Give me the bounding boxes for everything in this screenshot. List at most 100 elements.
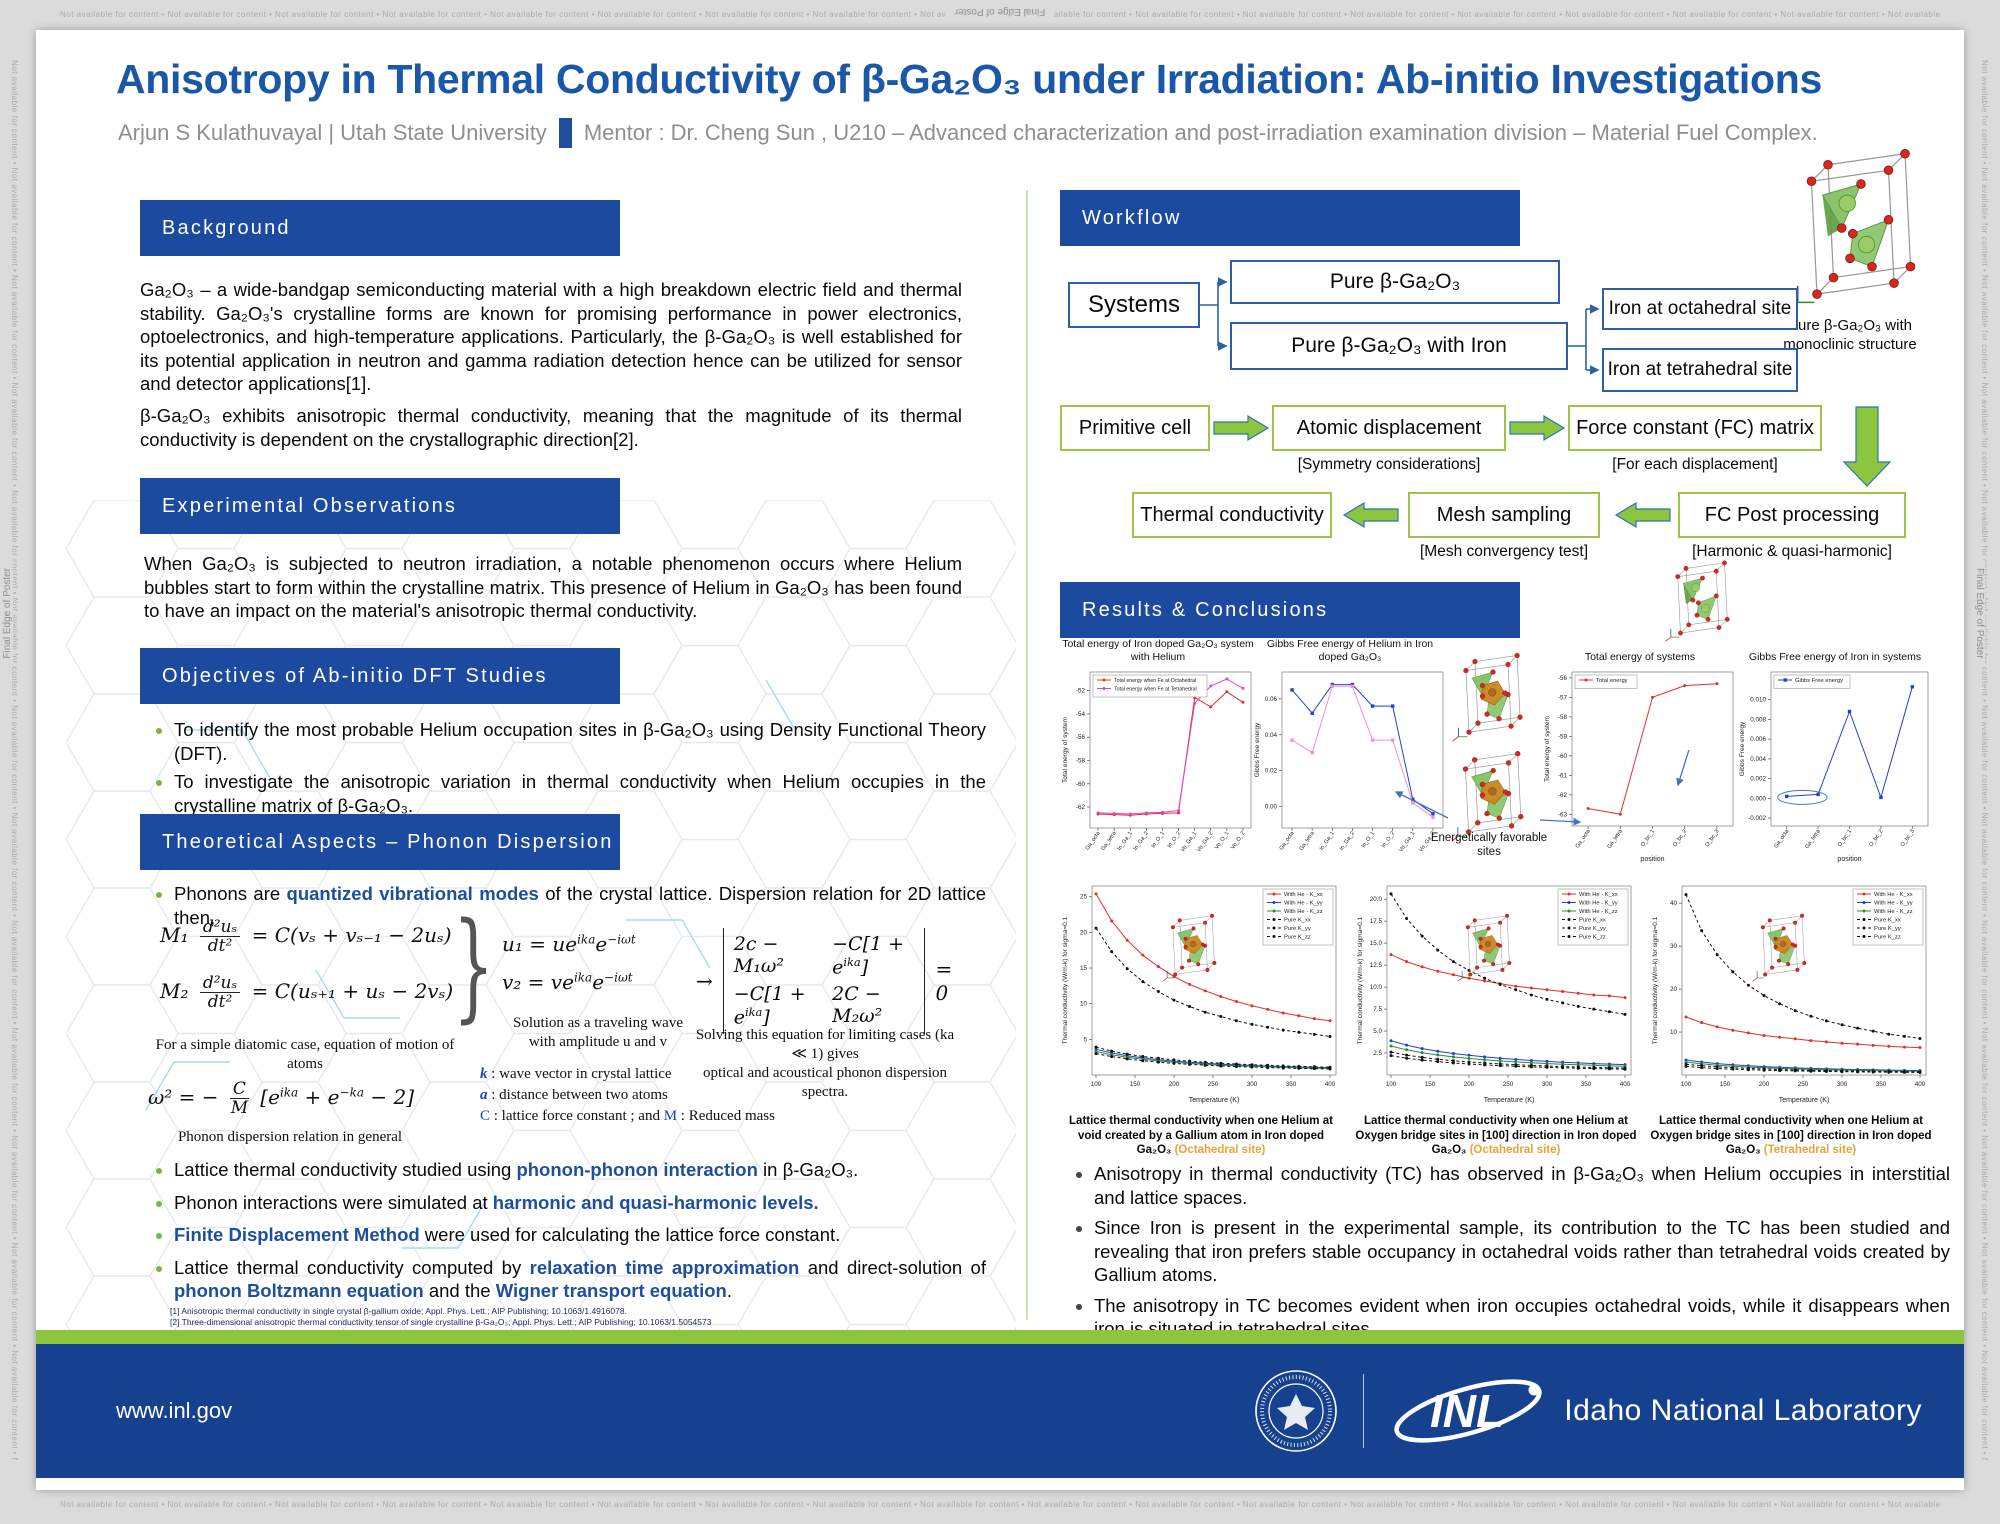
svg-text:With He - K_zz: With He - K_zz (1284, 909, 1323, 915)
svg-text:200: 200 (1169, 1081, 1180, 1088)
svg-text:Pure K_zz: Pure K_zz (1284, 935, 1311, 941)
svg-text:Pure K_xx: Pure K_xx (1874, 918, 1901, 924)
objective-item: To identify the most probable Helium occ… (174, 718, 986, 765)
hexagon-pattern-background (66, 500, 1016, 1340)
workflow-note-symmetry: [Symmetry considerations] (1297, 456, 1481, 473)
equation-caption-motion: For a simple diatomic case, equation of … (155, 1037, 455, 1072)
svg-text:-52: -52 (1076, 688, 1086, 695)
svg-text:2.5: 2.5 (1373, 1050, 1382, 1057)
svg-text:In_Ga_2: In_Ga_2 (1133, 831, 1150, 852)
footer-url[interactable]: www.inl.gov (116, 1398, 233, 1423)
svg-text:Thermal conductivity (W/m-k) f: Thermal conductivity (W/m-k) for sigma=0… (1357, 916, 1364, 1044)
svg-text:100: 100 (1681, 1081, 1692, 1088)
svg-text:Pure K_yy: Pure K_yy (1874, 926, 1901, 932)
theory-bullet: Finite Displacement Method were used for… (174, 1223, 986, 1247)
experimental-paragraph: When Ga₂O₃ is subjected to neutron irrad… (144, 553, 962, 621)
svg-text:5: 5 (1083, 1036, 1087, 1043)
chart-title: Gibbs Free energy of Iron in systems (1748, 651, 1922, 663)
objective-item: To investigate the anisotropic variation… (174, 770, 986, 817)
crystal-inset-icon (1444, 648, 1530, 742)
svg-text:Pure K_xx: Pure K_xx (1579, 918, 1606, 924)
reference-item: [2] Three-dimensional anisotropic therma… (170, 1317, 712, 1327)
section-header-workflow: Workflow (1060, 190, 1520, 246)
conclusion-item: Anisotropy in thermal conductivity (TC) … (1094, 1162, 1950, 1209)
svg-text:Vo_O_1: Vo_O_1 (1214, 831, 1231, 851)
mentor: Mentor : Dr. Cheng Sun , U210 – Advanced… (583, 120, 1818, 145)
svg-text:Pure K_zz: Pure K_zz (1579, 935, 1606, 941)
section-header-results: Results & Conclusions (1060, 582, 1520, 638)
svg-text:Gibbs Free energy: Gibbs Free energy (1795, 678, 1843, 684)
footer-band: www.inl.gov INL Idaho National Laborator… (36, 1344, 1964, 1478)
svg-text:-56: -56 (1558, 675, 1568, 682)
svg-text:With He - K_xx: With He - K_xx (1579, 892, 1618, 898)
svg-text:20.0: 20.0 (1370, 896, 1383, 903)
svg-text:400: 400 (1915, 1081, 1926, 1088)
svg-text:30: 30 (1670, 943, 1678, 950)
column-divider (1026, 190, 1028, 1320)
theory-intro-list: Phonons are quantized vibrational modes … (148, 882, 986, 934)
svg-text:-54: -54 (1076, 711, 1086, 718)
svg-text:-56: -56 (1076, 734, 1086, 741)
svg-text:With He - K_xx: With He - K_xx (1284, 892, 1323, 898)
equation-caption-determinant: Solving this equation for limiting cases… (695, 1027, 955, 1100)
svg-text:40: 40 (1670, 900, 1678, 907)
svg-text:In_O_1: In_O_1 (1151, 831, 1166, 849)
section-header-background: Background (140, 200, 620, 256)
chart-title: Total energy of systems (1584, 651, 1696, 663)
final-edge-label-right: Final Edge of Poster (1974, 560, 1985, 667)
svg-text:Vo_Ga_2: Vo_Ga_2 (1196, 831, 1214, 854)
svg-text:INL: INL (1430, 1385, 1504, 1437)
svg-text:Thermal conductivity (W/m-k) f: Thermal conductivity (W/m-k) for sigma=0… (1062, 916, 1069, 1044)
svg-text:Pure K_yy: Pure K_yy (1579, 926, 1606, 932)
theory-bullet: Lattice thermal conductivity computed by… (174, 1256, 986, 1303)
chart-total-energy-helium: Total energy of Iron doped Ga₂O₃ system … (1060, 636, 1256, 869)
background-paragraph-1: Ga₂O₃ – a wide-bandgap semiconducting ma… (140, 279, 962, 394)
svg-text:-58: -58 (1558, 714, 1568, 721)
svg-text:10: 10 (1080, 1001, 1088, 1008)
annotation-arrows (1394, 750, 1690, 826)
footer-divider (1363, 1374, 1365, 1448)
svg-text:350: 350 (1286, 1081, 1297, 1088)
svg-text:Temperature (K): Temperature (K) (1779, 1097, 1830, 1104)
svg-text:7.5: 7.5 (1373, 1006, 1382, 1013)
crystal-inset-icon (1750, 910, 1808, 982)
theory-bullets: Lattice thermal conductivity studied usi… (148, 1158, 986, 1308)
svg-text:10: 10 (1670, 1029, 1678, 1036)
svg-text:Pure K_yy: Pure K_yy (1284, 926, 1311, 932)
svg-text:150: 150 (1720, 1081, 1731, 1088)
svg-text:Temperature (K): Temperature (K) (1189, 1097, 1240, 1104)
svg-text:Pure K_zz: Pure K_zz (1874, 935, 1901, 941)
svg-text:In_Ga_1: In_Ga_1 (1117, 831, 1134, 852)
chart-total-energy-systems: Total energy of systems -56-57-58-59-60-… (1542, 636, 1738, 869)
workflow-note-displacement: [For each displacement] (1612, 456, 1778, 473)
inl-logo-cluster: INL Idaho National Laboratory (1253, 1368, 1922, 1454)
svg-text:-59: -59 (1558, 733, 1568, 740)
svg-text:Total energy of system: Total energy of system (1062, 717, 1069, 783)
final-edge-label-left: Final Edge of Poster (2, 560, 13, 667)
arrow-glyph: → (696, 968, 713, 993)
svg-text:-61: -61 (1558, 772, 1568, 779)
workflow-box-thermal-conductivity: Thermal conductivity (1132, 492, 1332, 538)
svg-text:400: 400 (1620, 1081, 1631, 1088)
svg-text:-60: -60 (1558, 753, 1568, 760)
svg-text:10.0: 10.0 (1370, 984, 1383, 991)
svg-text:Total energy of system: Total energy of system (1544, 716, 1551, 782)
svg-text:-62: -62 (1558, 792, 1568, 799)
workflow-box-atomic-displacement: Atomic displacement (1272, 405, 1506, 451)
poster-title: Anisotropy in Thermal Conductivity of β-… (116, 56, 1822, 102)
svg-text:0.000: 0.000 (1750, 795, 1766, 802)
chart-canvas: -52-54-56-58-60-62Ga_octaGa_tetraIn_Ga_1… (1062, 671, 1252, 854)
svg-text:Gibbs Free energy: Gibbs Free energy (1739, 721, 1746, 776)
svg-text:15.0: 15.0 (1370, 940, 1383, 947)
workflow-note-mesh: [Mesh convergency test] (1420, 543, 1588, 560)
workflow-box-mesh-sampling: Mesh sampling (1408, 492, 1600, 538)
doe-seal-icon (1255, 1370, 1338, 1452)
authors: Arjun S Kulathuvayal | Utah State Univer… (118, 120, 547, 145)
right-column: Workflow Pure β-Ga₂O₃ with monoclinic st… (1060, 190, 1950, 1360)
svg-text:17.5: 17.5 (1370, 918, 1383, 925)
